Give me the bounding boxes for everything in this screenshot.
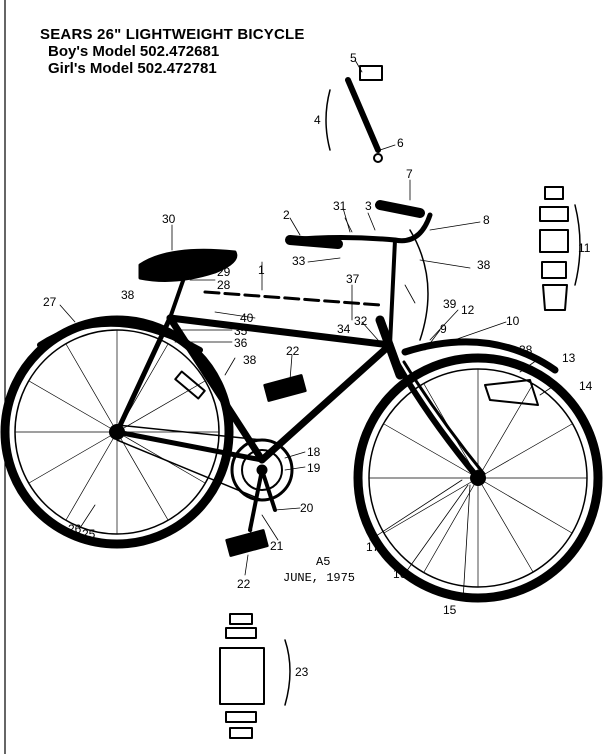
callout-22-lower-pedal: 22 [237, 577, 251, 591]
callout-labels: 1 2 3 4 5 6 7 8 9 10 11 12 13 14 15 16 1… [43, 51, 593, 679]
brake-cable [409, 229, 429, 341]
callout-17: 17 [366, 540, 380, 554]
seat-post [168, 273, 187, 320]
callout-25: 25 [82, 527, 96, 541]
crank-arm-right [260, 468, 277, 512]
callout-35: 35 [234, 324, 248, 338]
callout-33: 33 [292, 254, 306, 268]
crank-arm [248, 468, 264, 532]
callout-27: 27 [43, 295, 57, 309]
callout-28: 28 [217, 278, 231, 292]
chain-upper [116, 424, 263, 441]
rear-fender [37, 320, 203, 353]
callout-3: 3 [365, 199, 372, 213]
callout-21: 21 [270, 539, 284, 553]
girls-model-number: Girl's Model 502.472781 [48, 60, 217, 77]
callout-5: 5 [350, 51, 357, 65]
callout-8: 8 [483, 213, 490, 227]
callout-13: 13 [562, 351, 576, 365]
callout-18: 18 [307, 445, 321, 459]
callout-19: 19 [307, 461, 321, 475]
callout-32: 32 [354, 314, 368, 328]
front-fender [401, 338, 559, 374]
callout-29: 29 [217, 265, 231, 279]
callout-4: 4 [314, 113, 321, 127]
handlebar-stem [388, 238, 397, 347]
lower-pedal [225, 529, 269, 557]
callout-16: 16 [393, 567, 407, 581]
left-grip [285, 235, 343, 249]
callout-39: 39 [443, 297, 457, 311]
bottom-bracket-detail [219, 613, 291, 739]
callout-30: 30 [162, 212, 176, 226]
right-grip [375, 200, 425, 218]
callout-40: 40 [240, 311, 254, 325]
callout-leader-lines [59, 59, 556, 601]
callout-24: 24 [237, 539, 251, 553]
saddle [138, 248, 238, 282]
callout-26: 26 [68, 522, 82, 536]
callout-12: 12 [461, 303, 475, 317]
stamp-date: JUNE, 1975 [283, 571, 356, 585]
top-tube-decal [203, 290, 382, 307]
headset-detail [539, 186, 581, 311]
callout-23: 23 [295, 665, 309, 679]
diagram-title: SEARS 26" LIGHTWEIGHT BICYCLE [40, 26, 305, 43]
callout-6: 6 [397, 136, 404, 150]
callout-36: 36 [234, 336, 248, 350]
callout-38-fender: 38 [519, 343, 533, 357]
callout-15: 15 [443, 603, 457, 617]
bicycle-frame [114, 314, 486, 481]
callout-11: 11 [578, 241, 591, 255]
callout-37: 37 [346, 272, 360, 286]
callout-2: 2 [283, 208, 290, 222]
callout-10: 10 [506, 314, 520, 328]
front-wheel [353, 353, 603, 603]
callout-20: 20 [300, 501, 314, 515]
side-reflector [174, 370, 206, 400]
callout-34: 34 [337, 322, 351, 336]
callout-1: 1 [258, 263, 265, 277]
callout-38-seat: 38 [121, 288, 135, 302]
callout-31: 31 [333, 199, 347, 213]
upper-pedal [263, 374, 307, 402]
brake-lever-detail [325, 65, 383, 163]
stamp-code: A5 [316, 555, 331, 569]
callout-9: 9 [440, 322, 447, 336]
callout-7: 7 [406, 167, 413, 181]
boys-model-number: Boy's Model 502.472681 [48, 43, 220, 60]
callout-38-frame: 38 [243, 353, 257, 367]
callout-38-handlebar: 38 [477, 258, 491, 272]
front-reflector [484, 379, 539, 406]
callout-22-upper-pedal: 22 [286, 344, 300, 358]
chain-lower [116, 439, 263, 501]
callout-14: 14 [579, 379, 593, 393]
